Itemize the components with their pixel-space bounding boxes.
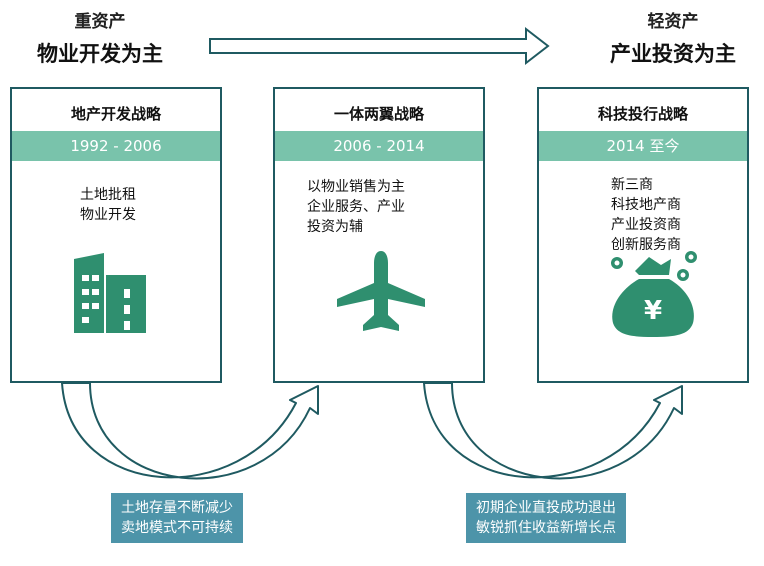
card-period: 2006 - 2014 [275, 131, 483, 161]
card-title: 地产开发战略 [70, 105, 161, 123]
transition-note-1: 土地存量不断减少 卖地模式不可持续 [111, 493, 243, 543]
top-progress-arrow [209, 26, 550, 66]
card-title: 一体两翼战略 [333, 105, 424, 123]
heavy-asset-header: 重资产 物业开发为主 [20, 7, 180, 68]
strategy-card-2: 一体两翼战略 2006 - 2014 以物业销售为主 企业服务、产业 投资为辅 [273, 87, 485, 383]
card-description: 土地批租 物业开发 [80, 185, 136, 225]
note-line: 初期企业直投成功退出 [476, 500, 616, 516]
airplane-icon [337, 251, 425, 331]
heavy-asset-title: 物业开发为主 [37, 42, 163, 66]
note-line: 土地存量不断减少 [121, 500, 233, 516]
card-line: 投资为辅 [307, 219, 363, 235]
light-asset-header: 轻资产 产业投资为主 [588, 7, 758, 68]
strategy-card-1: 地产开发战略 1992 - 2006 土地批租 物业开发 [10, 87, 222, 383]
svg-text:¥: ¥ [644, 296, 662, 326]
light-asset-label: 轻资产 [647, 12, 699, 32]
card-line: 物业开发 [80, 207, 136, 223]
card-line: 产业投资商 [611, 217, 681, 233]
strategy-card-3: 科技投行战略 2014 至今 新三商 科技地产商 产业投资商 创新服务商 ¥ [537, 87, 749, 383]
card-line: 以物业销售为主 [307, 179, 405, 195]
card-line: 创新服务商 [611, 237, 681, 253]
transition-note-2: 初期企业直投成功退出 敏锐抓住收益新增长点 [466, 493, 626, 543]
card-line: 土地批租 [80, 187, 136, 203]
heavy-asset-label: 重资产 [74, 12, 126, 32]
card-line: 企业服务、产业 [307, 199, 405, 215]
transition-arrow-2 [423, 382, 683, 480]
card-line: 新三商 [611, 177, 653, 193]
transition-arrow-1 [61, 382, 319, 480]
building-icon [74, 253, 146, 333]
note-line: 卖地模式不可持续 [121, 520, 233, 536]
card-period: 1992 - 2006 [12, 131, 220, 161]
card-line: 科技地产商 [611, 197, 681, 213]
money-bag-icon: ¥ [611, 251, 697, 337]
card-description: 以物业销售为主 企业服务、产业 投资为辅 [307, 177, 405, 237]
light-asset-title: 产业投资为主 [610, 42, 736, 66]
card-title: 科技投行战略 [597, 105, 688, 123]
card-description: 新三商 科技地产商 产业投资商 创新服务商 [611, 175, 681, 255]
note-line: 敏锐抓住收益新增长点 [476, 520, 616, 536]
card-period: 2014 至今 [539, 131, 747, 161]
